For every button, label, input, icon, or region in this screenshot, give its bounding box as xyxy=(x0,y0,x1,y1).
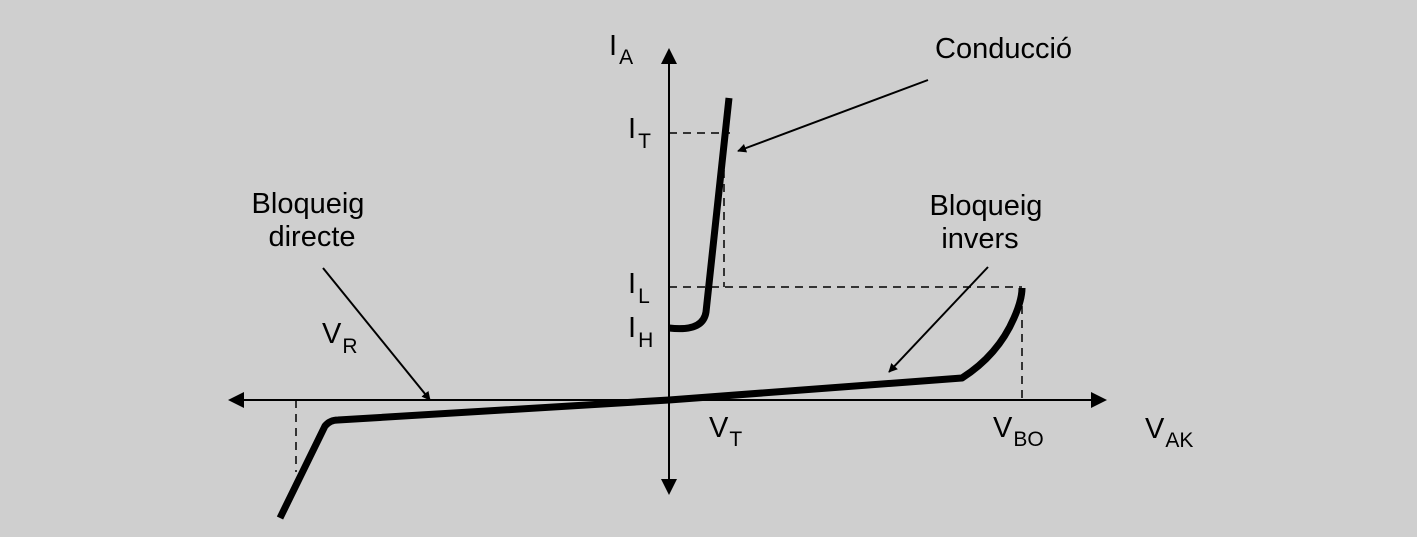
bloqueig-invers-pointer-arrow xyxy=(888,266,989,373)
it-label: IT xyxy=(628,113,651,153)
guide-lines xyxy=(295,132,1023,472)
y-axis-bottom-arrowhead xyxy=(661,479,677,495)
x-axis-left-arrowhead xyxy=(228,392,244,408)
vr-label: VR xyxy=(322,318,358,358)
bloqueig-invers-label: Bloqueig invers xyxy=(930,190,1051,255)
bloqueig-directe-label: Bloqueig directe xyxy=(252,188,373,253)
bloqueig-directe-pointer-arrow xyxy=(322,267,431,401)
vt-label: VT xyxy=(709,412,742,451)
characteristic-curves xyxy=(276,97,1026,520)
conduccio-pointer-arrow xyxy=(737,79,929,153)
x-axis-right-arrowhead xyxy=(1091,392,1107,408)
y-axis-label: IA xyxy=(609,30,633,69)
vbo-label: VBO xyxy=(993,412,1044,451)
x-axis-label: VAK xyxy=(1145,413,1193,452)
conduction-curve xyxy=(668,97,733,333)
conduccio-label: Conducció xyxy=(935,33,1072,65)
il-label: IL xyxy=(628,268,650,308)
y-axis-top-arrowhead xyxy=(661,48,677,64)
ih-label: IH xyxy=(628,312,653,352)
blocking-curve xyxy=(276,287,1026,520)
pointer-arrows xyxy=(322,79,989,401)
axes xyxy=(228,48,1107,495)
